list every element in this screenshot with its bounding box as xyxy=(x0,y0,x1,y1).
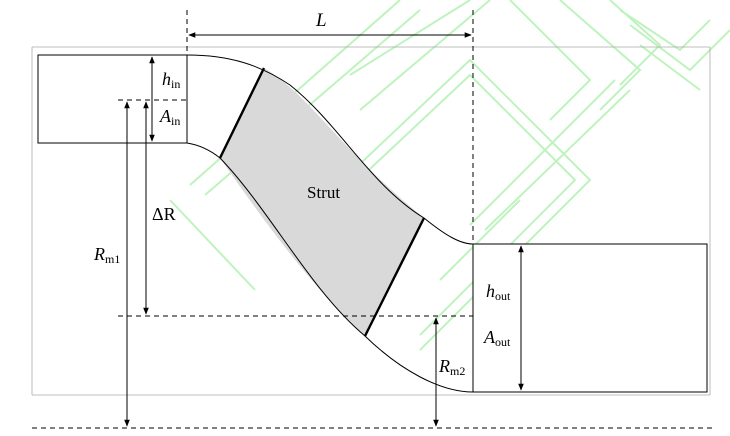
label-length: L xyxy=(315,10,327,31)
upper-wall-curve xyxy=(186,54,474,245)
label-rm1: Rm1 xyxy=(93,244,120,266)
label-h-out: hout xyxy=(486,281,511,303)
label-rm2: Rm2 xyxy=(438,356,465,378)
label-h-in: hin xyxy=(162,69,180,91)
label-a-in: Ain xyxy=(159,106,180,128)
label-delta-r: ΔR xyxy=(152,204,176,224)
strut-leading-edge xyxy=(218,67,266,159)
outlet-duct xyxy=(472,243,708,393)
watermark xyxy=(169,0,730,351)
label-strut: Strut xyxy=(307,183,340,202)
strut-region xyxy=(220,68,424,336)
label-a-out: Aout xyxy=(483,327,511,349)
inlet-duct xyxy=(37,54,188,144)
lower-wall-curve xyxy=(186,142,474,393)
